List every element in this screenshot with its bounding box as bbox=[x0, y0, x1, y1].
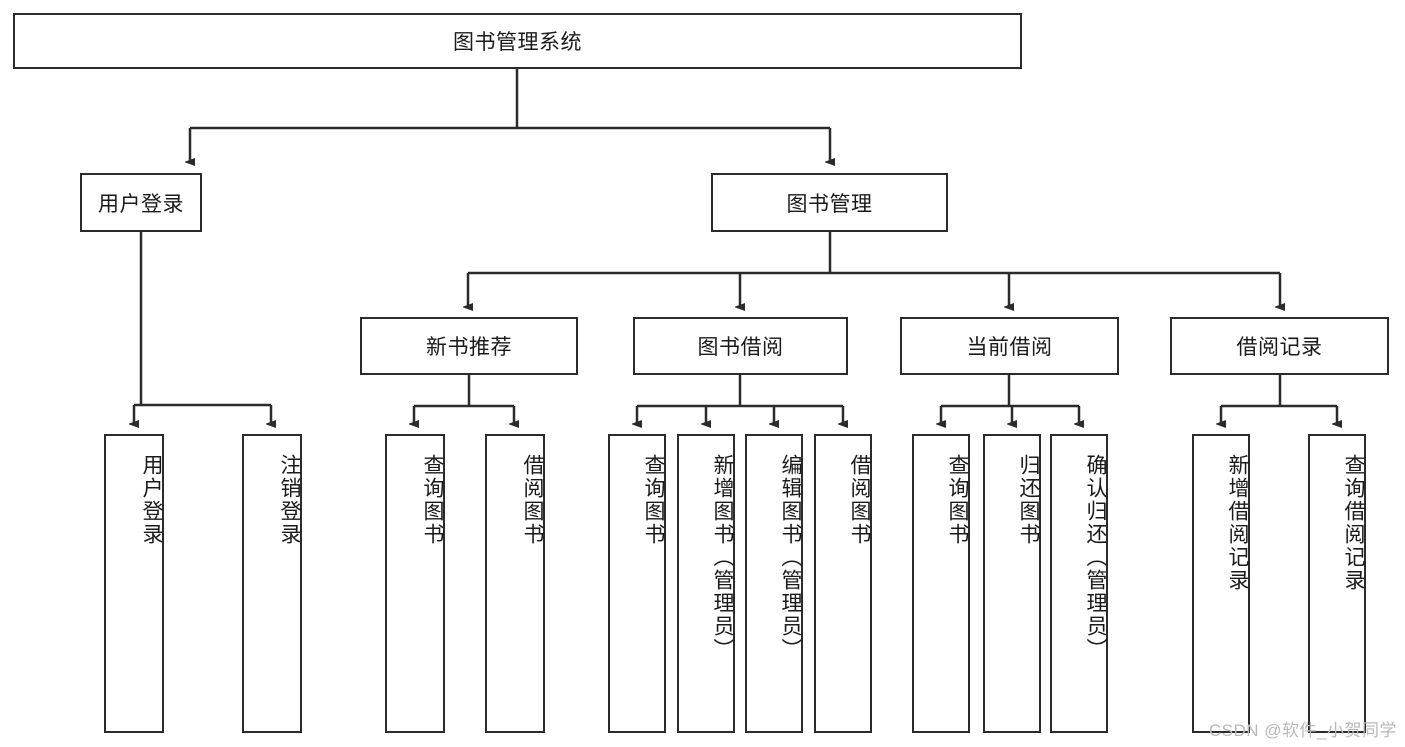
leaf-return-book[interactable]: 归还图书 bbox=[983, 434, 1041, 733]
leaf-query-borrow-record[interactable]: 查询借阅记录 bbox=[1308, 434, 1366, 733]
leaf-query-book-current[interactable]: 查询图书 bbox=[912, 434, 970, 733]
leaf-add-book-admin-label: 新增图书（管理员） bbox=[711, 454, 734, 661]
leaf-query-book-borrow[interactable]: 查询图书 bbox=[608, 434, 666, 733]
node-borrow-record[interactable]: 借阅记录 bbox=[1170, 317, 1389, 375]
leaf-borrow-book[interactable]: 借阅图书 bbox=[814, 434, 872, 733]
leaf-query-borrow-record-label: 查询借阅记录 bbox=[1342, 454, 1365, 592]
node-current-borrow[interactable]: 当前借阅 bbox=[900, 317, 1119, 375]
leaf-logout-label: 注销登录 bbox=[278, 454, 301, 546]
node-new-book-recommend-label: 新书推荐 bbox=[426, 336, 512, 359]
node-book-borrow[interactable]: 图书借阅 bbox=[633, 317, 848, 375]
leaf-query-book-current-label: 查询图书 bbox=[946, 454, 969, 546]
node-root-label: 图书管理系统 bbox=[453, 31, 582, 54]
leaf-logout[interactable]: 注销登录 bbox=[242, 434, 302, 733]
leaf-user-login[interactable]: 用户登录 bbox=[104, 434, 164, 733]
leaf-confirm-return-admin-label: 确认归还（管理员） bbox=[1084, 454, 1107, 661]
node-book-management[interactable]: 图书管理 bbox=[711, 173, 948, 232]
leaf-add-borrow-record-label: 新增借阅记录 bbox=[1226, 454, 1249, 592]
leaf-query-book-recommend[interactable]: 查询图书 bbox=[385, 434, 445, 733]
leaf-borrow-book-recommend[interactable]: 借阅图书 bbox=[485, 434, 545, 733]
node-borrow-record-label: 借阅记录 bbox=[1236, 336, 1323, 359]
node-new-book-recommend[interactable]: 新书推荐 bbox=[360, 317, 578, 375]
leaf-user-login-label: 用户登录 bbox=[140, 454, 163, 546]
leaf-query-book-recommend-label: 查询图书 bbox=[421, 454, 444, 546]
leaf-query-book-borrow-label: 查询图书 bbox=[642, 454, 665, 546]
leaf-add-book-admin[interactable]: 新增图书（管理员） bbox=[677, 434, 735, 733]
watermark: CSDN @软件_小贺同学 bbox=[1208, 721, 1397, 740]
node-root[interactable]: 图书管理系统 bbox=[13, 13, 1022, 69]
leaf-borrow-book-recommend-label: 借阅图书 bbox=[521, 454, 544, 546]
node-book-management-label: 图书管理 bbox=[786, 192, 873, 216]
leaf-edit-book-admin-label: 编辑图书（管理员） bbox=[779, 454, 802, 661]
leaf-edit-book-admin[interactable]: 编辑图书（管理员） bbox=[745, 434, 803, 733]
node-current-borrow-label: 当前借阅 bbox=[966, 336, 1053, 359]
leaf-return-book-label: 归还图书 bbox=[1017, 454, 1040, 546]
leaf-borrow-book-label: 借阅图书 bbox=[848, 454, 871, 546]
leaf-add-borrow-record[interactable]: 新增借阅记录 bbox=[1192, 434, 1250, 733]
node-user-login-label: 用户登录 bbox=[98, 192, 184, 216]
node-book-borrow-label: 图书借阅 bbox=[697, 336, 784, 359]
leaf-confirm-return-admin[interactable]: 确认归还（管理员） bbox=[1050, 434, 1108, 733]
node-user-login[interactable]: 用户登录 bbox=[80, 173, 202, 232]
